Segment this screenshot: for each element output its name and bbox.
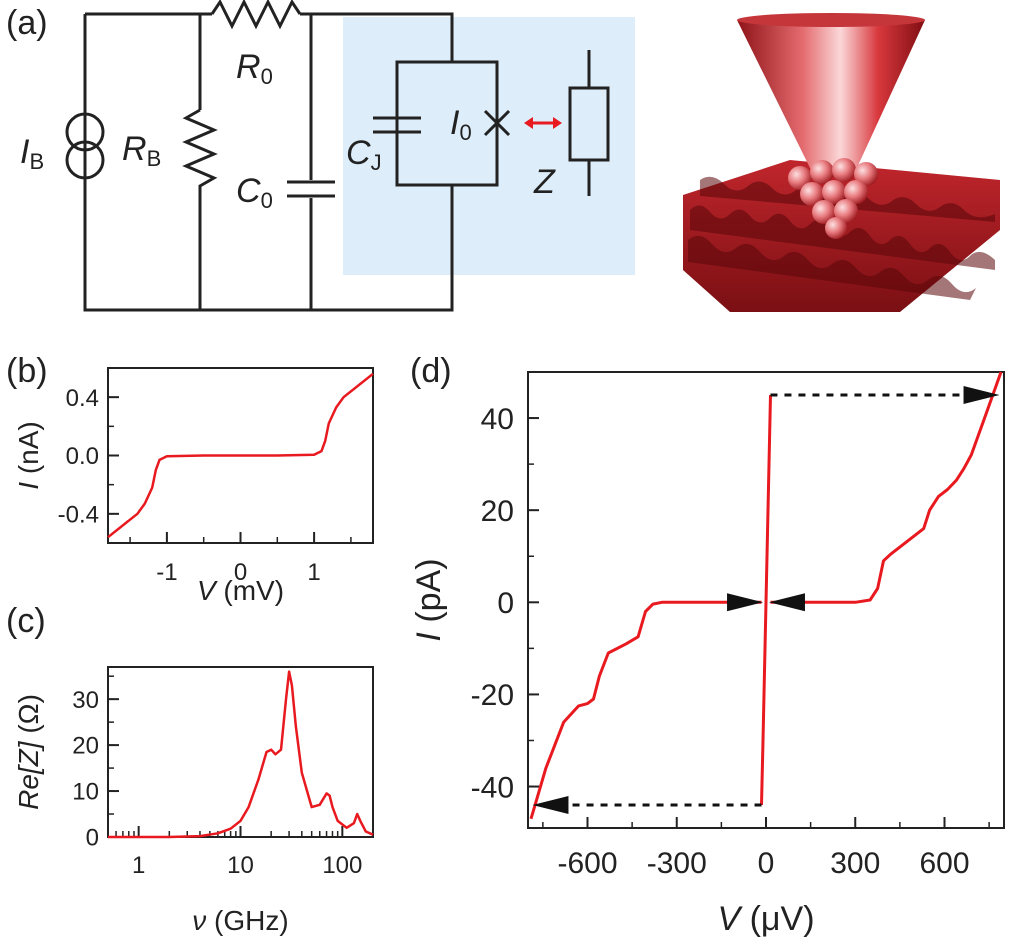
y-tick-label: 20 <box>72 733 99 760</box>
tip-apex-atoms <box>788 158 878 239</box>
panel-label-b: (b) <box>6 352 48 390</box>
x-tick-label: 300 <box>830 847 880 880</box>
y-tick-label: 0.4 <box>66 385 99 412</box>
panel-label-d: (d) <box>410 352 452 390</box>
impedance-Z-symbol <box>568 50 610 196</box>
panel-a: (a) <box>6 0 1000 312</box>
arrow-head <box>963 386 1000 405</box>
capacitor-C0-symbol <box>287 180 335 198</box>
y-tick-label: -20 <box>471 679 514 712</box>
x-tick-label: -600 <box>557 847 617 880</box>
x-axis-label: V (μV) <box>717 900 814 938</box>
y-tick-label: 0.0 <box>66 443 99 470</box>
capacitor-CJ-symbol <box>373 62 421 185</box>
resistor-R0-symbol <box>210 0 302 30</box>
resistor-RB-symbol <box>182 108 218 193</box>
x-tick-label: 1 <box>307 559 320 586</box>
y-tick-label: 0 <box>497 587 514 620</box>
y-tick-label: -40 <box>471 771 514 804</box>
chart-panel-b: -1 0 1 -0.4 0.0 0.4 V (mV) I (nA) <box>13 367 374 606</box>
y-tick-label: 10 <box>72 779 99 806</box>
stm-tip-cone <box>737 20 925 172</box>
data-line-series-0 <box>529 600 762 820</box>
label-I0: I0 <box>450 104 472 145</box>
x-tick-label: -300 <box>647 847 707 880</box>
data-line-series-1 <box>760 394 772 806</box>
coupling-arrow <box>524 117 562 129</box>
junction-highlight <box>343 17 635 275</box>
panel-label-a: (a) <box>6 4 48 42</box>
x-axis-label: V (mV) <box>197 575 284 606</box>
josephson-junction-symbol <box>483 109 511 137</box>
label-Z: Z <box>533 163 556 201</box>
y-axis-label: I (pA) <box>410 558 448 641</box>
label-C0: C0 <box>236 172 273 213</box>
label-CJ: CJ <box>346 134 382 175</box>
x-tick-label: 100 <box>322 852 362 879</box>
y-tick-label: 20 <box>481 495 514 528</box>
data-line-series-0 <box>107 372 374 539</box>
x-tick-label: 600 <box>919 847 969 880</box>
x-tick-label: -1 <box>156 559 177 586</box>
y-axis-label: Re[Z] (Ω) <box>13 694 44 810</box>
x-tick-label: 0 <box>758 847 775 880</box>
data-line-series-2 <box>770 371 1003 604</box>
y-axis-label: I (nA) <box>13 421 44 489</box>
arrow-head <box>727 593 764 612</box>
chart-panel-c: 1 10 100 0 10 20 30 ν (GHz) Re[Z] (Ω) <box>13 666 374 936</box>
x-tick-label: 0 <box>234 559 247 586</box>
x-tick-label: 10 <box>227 852 254 879</box>
label-RB: RB <box>122 130 161 171</box>
chart-panel-d: -600 -300 0 300 600 -40 -20 0 20 40 V (μV) I (pA) <box>410 371 1005 938</box>
label-IB: IB <box>20 133 44 174</box>
y-tick-label: 30 <box>72 687 99 714</box>
y-tick-label: 0 <box>86 825 99 852</box>
label-R0: R0 <box>236 48 273 89</box>
current-source-symbol <box>65 110 105 190</box>
panel-label-c: (c) <box>6 602 46 640</box>
y-tick-label: 40 <box>481 403 514 436</box>
y-tick-label: -0.4 <box>58 501 99 528</box>
arrow-head <box>532 795 569 814</box>
arrow-head <box>768 593 805 612</box>
stm-illustration <box>683 13 1000 312</box>
data-line-series-0 <box>108 670 374 839</box>
x-tick-label: 1 <box>132 852 145 879</box>
x-axis-label: ν (GHz) <box>192 905 288 936</box>
